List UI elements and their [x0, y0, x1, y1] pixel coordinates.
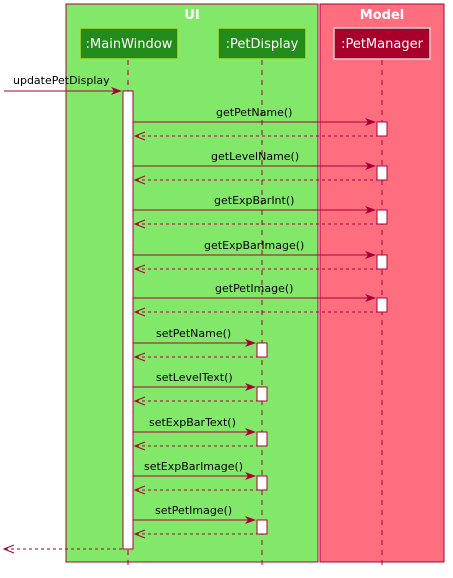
message-update-pet-display: updatePetDisplay: [4, 74, 122, 95]
message-update-pet-display-label: updatePetDisplay: [13, 74, 110, 87]
message-get-pet-image-arrowhead: [365, 294, 376, 302]
return-update-pet-display: [2, 544, 123, 554]
petdisplay-activation-2: [256, 386, 268, 402]
ui-box: [65, 3, 319, 563]
ui-box-title: UI: [184, 8, 199, 23]
message-set-level-text-arrowhead: [245, 383, 256, 391]
message-set-exp-bar-text: setExpBarText(): [133, 416, 257, 451]
message-set-pet-image: setPetImage(): [133, 504, 257, 539]
return-get-exp-bar-image-arrowhead: [133, 264, 146, 274]
mainwindow-activation: [122, 90, 134, 550]
message-get-level-name: getLevelName(): [133, 150, 377, 185]
return-set-level-text-arrowhead: [133, 396, 146, 406]
return-update-pet-display-arrowhead: [2, 544, 15, 554]
message-get-level-name-arrowhead: [365, 162, 376, 170]
petdisplay-activation-1: [256, 342, 268, 358]
return-get-level-name-arrowhead: [133, 175, 146, 185]
message-update-pet-display-arrowhead: [111, 87, 122, 95]
participant-petdisplay: :PetDisplay: [217, 27, 307, 60]
message-get-exp-bar-image: getExpBarImage(): [133, 239, 377, 274]
petmanager-activation-5: [376, 297, 388, 313]
petmanager-activation-3: [376, 209, 388, 225]
participant-mainwindow: :MainWindow: [79, 27, 179, 60]
message-get-exp-bar-int-label: getExpBarInt(): [214, 194, 294, 207]
return-set-exp-bar-image-arrowhead: [133, 485, 146, 495]
message-get-exp-bar-int-arrowhead: [365, 206, 376, 214]
message-set-level-text: setLevelText(): [133, 371, 257, 406]
return-set-exp-bar-text-arrowhead: [133, 441, 146, 451]
petdisplay-activation-5: [256, 519, 268, 535]
message-set-exp-bar-text-arrowhead: [245, 428, 256, 436]
message-set-exp-bar-image: setExpBarImage(): [133, 460, 257, 495]
message-set-level-text-label: setLevelText(): [156, 371, 233, 384]
model-box-title: Model: [360, 8, 404, 23]
message-get-exp-bar-image-label: getExpBarImage(): [204, 239, 304, 252]
participant-petmanager-label: :PetManager: [341, 37, 423, 52]
message-set-pet-name-arrowhead: [245, 339, 256, 347]
message-set-pet-name: setPetName(): [133, 327, 257, 362]
message-get-pet-name-label: getPetName(): [216, 106, 292, 119]
participant-petdisplay-label: :PetDisplay: [226, 37, 299, 52]
petmanager-activation-4: [376, 254, 388, 270]
message-get-exp-bar-int: getExpBarInt(): [133, 194, 377, 229]
message-get-pet-image-label: getPetImage(): [215, 282, 293, 295]
message-get-pet-name: getPetName(): [133, 106, 377, 141]
return-set-pet-name-arrowhead: [133, 352, 146, 362]
return-set-pet-image-arrowhead: [133, 529, 146, 539]
message-set-pet-image-arrowhead: [245, 516, 256, 524]
participant-petdisplay-box: [217, 27, 307, 60]
petdisplay-activation-3: [256, 431, 268, 447]
message-set-pet-name-label: setPetName(): [156, 327, 231, 340]
message-set-exp-bar-text-label: setExpBarText(): [149, 416, 236, 429]
return-get-pet-image-arrowhead: [133, 307, 146, 317]
message-get-level-name-label: getLevelName(): [211, 150, 299, 163]
participant-mainwindow-label: :MainWindow: [86, 37, 173, 52]
participant-mainwindow-box: [79, 27, 179, 60]
message-get-pet-image: getPetImage(): [133, 282, 377, 317]
participant-petmanager: :PetManager: [333, 27, 431, 60]
message-get-pet-name-arrowhead: [365, 118, 376, 126]
petdisplay-activation-4: [256, 475, 268, 491]
message-set-pet-image-label: setPetImage(): [155, 504, 232, 517]
return-get-exp-bar-int-arrowhead: [133, 219, 146, 229]
message-set-exp-bar-image-label: setExpBarImage(): [144, 460, 243, 473]
petmanager-activation-1: [376, 121, 388, 137]
message-set-exp-bar-image-arrowhead: [245, 472, 256, 480]
petmanager-activation-2: [376, 165, 388, 181]
participant-petmanager-box: [333, 27, 431, 60]
return-get-pet-name-arrowhead: [133, 131, 146, 141]
message-get-exp-bar-image-arrowhead: [365, 251, 376, 259]
